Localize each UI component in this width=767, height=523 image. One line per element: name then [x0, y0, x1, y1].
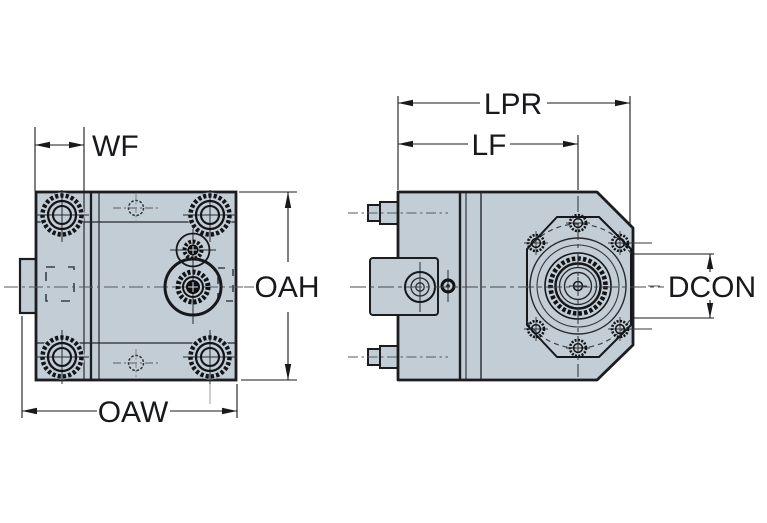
lf-dimension — [398, 135, 579, 190]
dimension-label-oah: OAH — [254, 271, 319, 304]
front-screw-boss — [183, 330, 237, 384]
side-clamp-pin — [440, 270, 456, 302]
dimension-label-dcon: DCON — [668, 271, 756, 304]
dimension-label-wf: WF — [92, 130, 139, 163]
oah-dimension — [239, 191, 297, 381]
side-flange-screw — [524, 317, 548, 341]
wf-dimension — [34, 127, 85, 191]
front-screw-boss — [183, 190, 237, 242]
front-screw-boss — [35, 190, 89, 242]
front-clamp-screw-large — [163, 257, 223, 317]
front-view: WF OAH OAW — [4, 127, 320, 429]
side-flange-screw — [608, 231, 652, 255]
front-pocket-outline — [45, 266, 75, 302]
side-view: LPR LF DCON — [348, 88, 756, 382]
dimension-label-oaw: OAW — [98, 396, 169, 429]
front-left-tab — [18, 257, 39, 315]
side-flange-screw — [608, 317, 652, 341]
dcon-dimension — [633, 253, 714, 319]
oaw-dimension — [21, 316, 238, 418]
front-screw-boss — [35, 330, 89, 384]
dimension-label-lpr: LPR — [484, 88, 542, 121]
front-target-mark — [113, 349, 159, 377]
side-flange-screw — [524, 231, 548, 255]
front-target-mark — [113, 194, 159, 222]
lpr-dimension — [397, 96, 631, 224]
dimension-label-lf: LF — [471, 129, 506, 162]
